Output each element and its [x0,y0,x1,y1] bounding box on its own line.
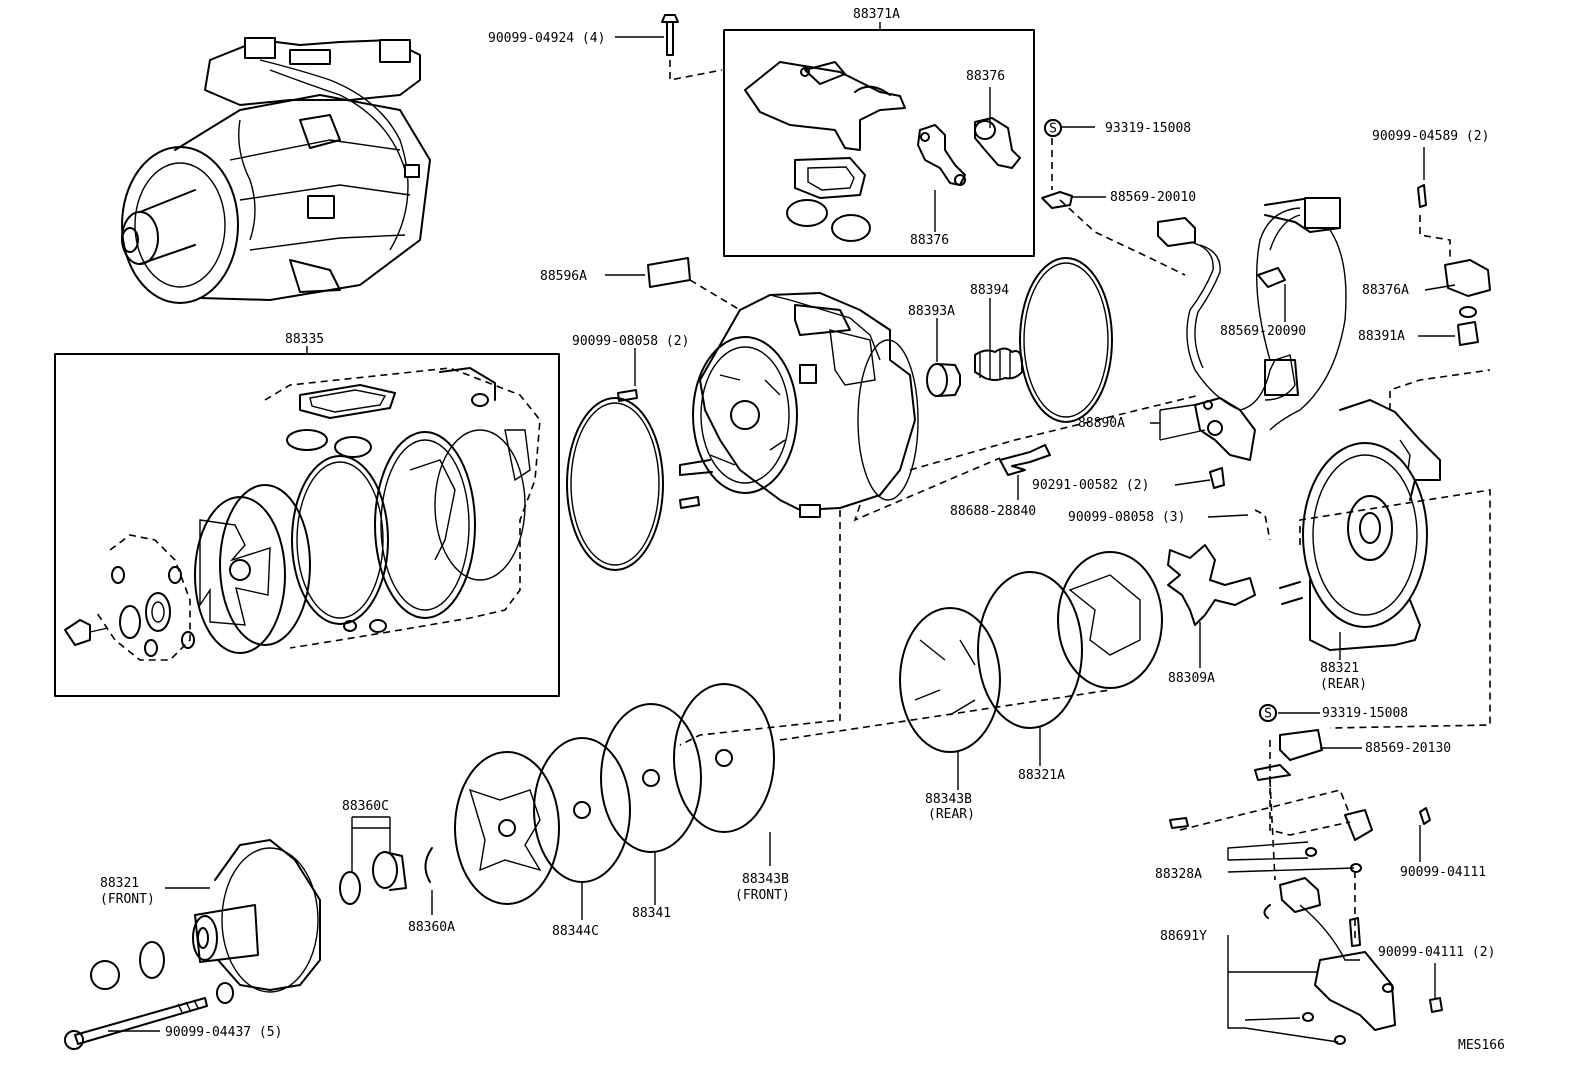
label-88691Y: 88691Y [1160,929,1207,944]
seals-illustration [339,847,433,905]
right-fittings-illustration [1417,184,1491,346]
label-88343B-front-sub: (FRONT) [735,888,790,903]
label-88360A: 88360A [408,920,455,935]
label-90099-04924: 90099-04924 (4) [488,31,605,46]
clip-88688-28840 [999,444,1051,476]
valve-and-spring-illustration [926,257,1113,423]
gasket-kit-illustration [64,367,541,661]
part-labels: 88371A 90099-04924 (4) 88376 88376 93319… [100,7,1505,1053]
label-88393A: 88393A [908,304,955,319]
label-88360C: 88360C [342,799,389,814]
label-88890A: 88890A [1078,416,1125,431]
pins-and-oring-illustration [566,389,700,571]
plate-88596A [647,257,691,288]
leader-lines [108,36,1456,1043]
label-90099-04437: 90099-04437 (5) [165,1025,282,1040]
label-88569-20010: 88569-20010 [1110,190,1196,205]
label-88321-rear: 88321 [1320,661,1359,676]
label-88376-top: 88376 [966,69,1005,84]
label-88335: 88335 [285,332,324,347]
label-90099-04589: 90099-04589 (2) [1372,129,1489,144]
diagram-code: MES166 [1458,1038,1505,1053]
label-88569-20130: 88569-20130 [1365,741,1451,756]
label-88343B-rear: 88343B [925,792,972,807]
label-88376-bottom: 88376 [910,233,949,248]
label-88596A: 88596A [540,269,587,284]
s-mark-bottom: S [1259,704,1277,722]
label-88343B-front: 88343B [742,872,789,887]
label-93319-15008-top: 93319-15008 [1105,121,1191,136]
s-mark-bottom-letter: S [1264,707,1272,722]
label-88371A: 88371A [853,7,900,22]
label-88321A: 88321A [1018,768,1065,783]
rear-housing-illustration [679,292,919,518]
label-88321-front-sub: (FRONT) [100,892,155,907]
label-88376A: 88376A [1362,283,1409,298]
label-90099-08058-2: 90099-08058 (2) [572,334,689,349]
label-88328A: 88328A [1155,867,1202,882]
label-88569-20090: 88569-20090 [1220,324,1306,339]
label-88391A: 88391A [1358,329,1405,344]
label-88344C: 88344C [552,924,599,939]
label-88343B-rear-sub: (REAR) [928,807,975,822]
rear-head-illustration [1279,399,1441,651]
swash-plate-88309A [1167,544,1256,626]
assembly-guidelines [669,60,1491,938]
thermal-switch-illustration [1169,704,1443,1045]
valve-kit-illustration [744,61,1021,242]
rear-valve-plates-illustration [899,551,1163,753]
compressor-assembly-illustration [121,37,431,304]
wiring-harness-illustration [1041,119,1347,489]
label-93319-15008-bottom: 93319-15008 [1322,706,1408,721]
kit-frame-88371A [723,29,1035,257]
label-90099-08058-3: 90099-08058 (3) [1068,510,1185,525]
front-valve-plates-illustration [454,683,775,905]
bolts-illustration [661,14,679,56]
label-88341: 88341 [632,906,671,921]
s-mark-top-letter: S [1049,122,1057,137]
label-90099-04111: 90099-04111 [1400,865,1486,880]
label-88321-rear-sub: (REAR) [1320,677,1367,692]
label-88394: 88394 [970,283,1009,298]
label-88321-front: 88321 [100,876,139,891]
label-90099-04111-2: 90099-04111 (2) [1378,945,1495,960]
label-88309A: 88309A [1168,671,1215,686]
label-90291-00582: 90291-00582 (2) [1032,478,1149,493]
s-mark-top: S [1044,119,1062,137]
front-head-illustration [64,839,321,1050]
label-88688-28840: 88688-28840 [950,504,1036,519]
